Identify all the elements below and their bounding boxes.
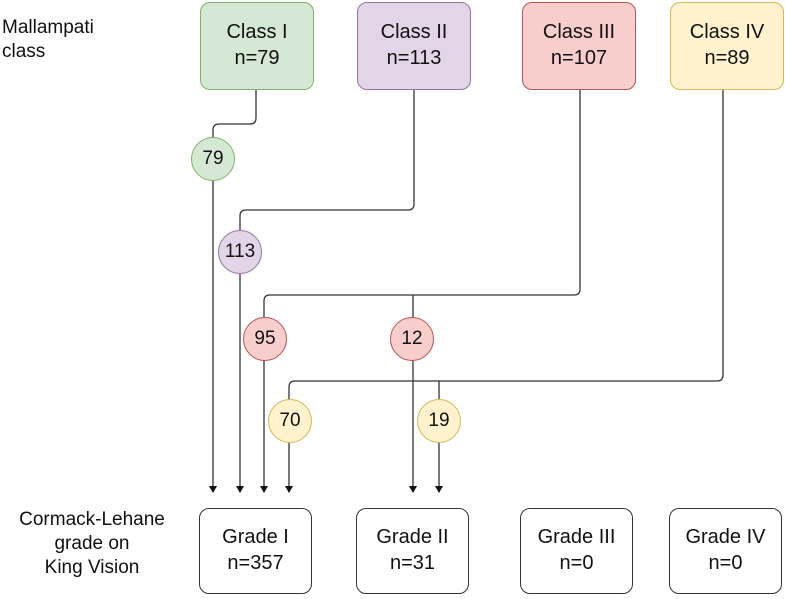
grade-3-name: Grade III — [537, 526, 616, 549]
flow-line-class3-trunk — [260, 90, 581, 493]
grade-3-count: n=0 — [559, 552, 594, 574]
class-4-name: Class IV — [689, 21, 765, 44]
grade-1-count: n=357 — [227, 552, 284, 574]
class-1-name: Class I — [226, 21, 288, 44]
flow-line-class1-grade1 — [209, 90, 257, 493]
grade-4-box: Grade IV n=0 — [669, 508, 782, 594]
grade-1-box: Grade I n=357 — [199, 508, 312, 594]
cormack-lehane-label: Cormack-Lehane grade on King Vision — [2, 508, 182, 580]
flow-badge-class1-grade1: 79 — [191, 137, 235, 181]
grade-3-box: Grade III n=0 — [520, 508, 633, 594]
flow-badge-class2-grade1: 113 — [218, 230, 262, 274]
grade-4-count: n=0 — [708, 552, 743, 574]
cl-label-line3: King Vision — [44, 556, 140, 578]
class-2-count: n=113 — [386, 47, 442, 69]
class-4-box: Class IV n=89 — [670, 2, 784, 90]
grade-1-name: Grade I — [222, 526, 289, 549]
flow-badge-class3-grade1: 95 — [243, 317, 287, 361]
grade-2-count: n=31 — [389, 552, 436, 574]
flow-line-class2-grade1 — [236, 90, 415, 493]
class-2-box: Class II n=113 — [357, 2, 471, 90]
flow-badge-class3-grade2: 12 — [390, 317, 434, 361]
mallampati-label-line1: Mallampati — [2, 17, 94, 38]
mallampati-label: Mallampati class — [2, 16, 94, 64]
class-3-box: Class III n=107 — [522, 2, 636, 90]
flow-badge-class4-grade1: 70 — [268, 399, 312, 443]
grade-4-name: Grade IV — [685, 526, 766, 549]
flow-badge-class4-grade2: 19 — [417, 399, 461, 443]
grade-2-name: Grade II — [376, 526, 449, 549]
mallampati-label-line2: class — [2, 40, 46, 62]
class-3-name: Class III — [542, 21, 616, 44]
cl-label-line2: grade on — [54, 532, 130, 554]
class-1-box: Class I n=79 — [200, 2, 314, 90]
class-3-count: n=107 — [550, 47, 608, 69]
cl-label-line1: Cormack-Lehane — [19, 509, 165, 530]
flow-line-class4-trunk — [285, 90, 724, 493]
class-1-count: n=79 — [234, 47, 280, 69]
class-2-name: Class II — [380, 21, 448, 44]
class-4-count: n=89 — [704, 47, 750, 69]
grade-2-box: Grade II n=31 — [356, 508, 469, 594]
